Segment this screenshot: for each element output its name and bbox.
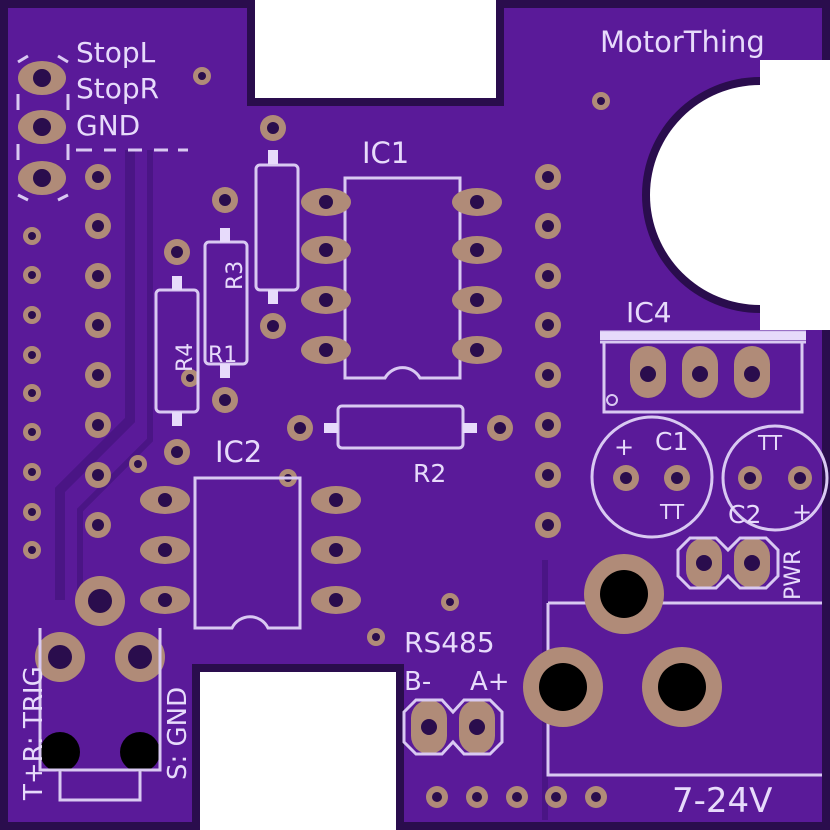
label-r4: R4	[173, 343, 198, 372]
power-jack	[523, 554, 822, 777]
left-pin-column	[23, 227, 41, 559]
resistor-r4	[154, 239, 200, 465]
label-r2: R2	[413, 459, 446, 488]
label-rs485: RS485	[404, 626, 495, 659]
c2-marking: TT	[757, 431, 783, 455]
ic2-footprint	[140, 476, 361, 630]
label-ic2: IC2	[215, 435, 262, 469]
bottom-pin-row	[426, 786, 607, 808]
c2-plus: +	[792, 498, 812, 526]
label-voltage: 7-24V	[672, 781, 772, 821]
label-s-gnd: S: GND	[163, 687, 193, 780]
ic1-footprint	[301, 176, 502, 380]
label-c2: C2	[728, 500, 761, 529]
label-ic4: IC4	[626, 296, 672, 329]
header-stop-gnd	[16, 54, 70, 202]
rs485-connector	[402, 698, 504, 756]
label-b-minus: B-	[404, 667, 431, 697]
vias	[129, 67, 610, 646]
board-title: MotorThing	[600, 25, 765, 59]
trace	[77, 150, 153, 600]
c1-marking: TT	[659, 500, 685, 524]
label-stopl: StopL	[76, 36, 156, 69]
label-gnd: GND	[76, 109, 140, 142]
label-c1: C1	[655, 427, 688, 456]
audio-jack	[35, 576, 165, 802]
label-ic1: IC1	[362, 136, 409, 170]
c1-plus: +	[614, 433, 634, 461]
pin-column-2	[85, 164, 111, 538]
resistor-r1	[203, 187, 249, 413]
resistor-r3	[254, 115, 300, 339]
label-r1: R1	[208, 343, 237, 368]
label-stopr: StopR	[76, 72, 159, 105]
capacitor-c2	[721, 424, 829, 532]
capacitor-c1	[590, 415, 714, 539]
pwr-jumper	[676, 536, 780, 590]
label-a-plus: A+	[470, 667, 510, 697]
pin-column-right	[535, 164, 561, 538]
trace	[55, 150, 135, 600]
label-r3: R3	[223, 261, 248, 290]
ic4-footprint	[600, 330, 806, 414]
label-trig: T+R: TRIG	[19, 666, 49, 801]
resistor-r2	[287, 404, 513, 450]
label-pwr: PWR	[781, 550, 806, 600]
